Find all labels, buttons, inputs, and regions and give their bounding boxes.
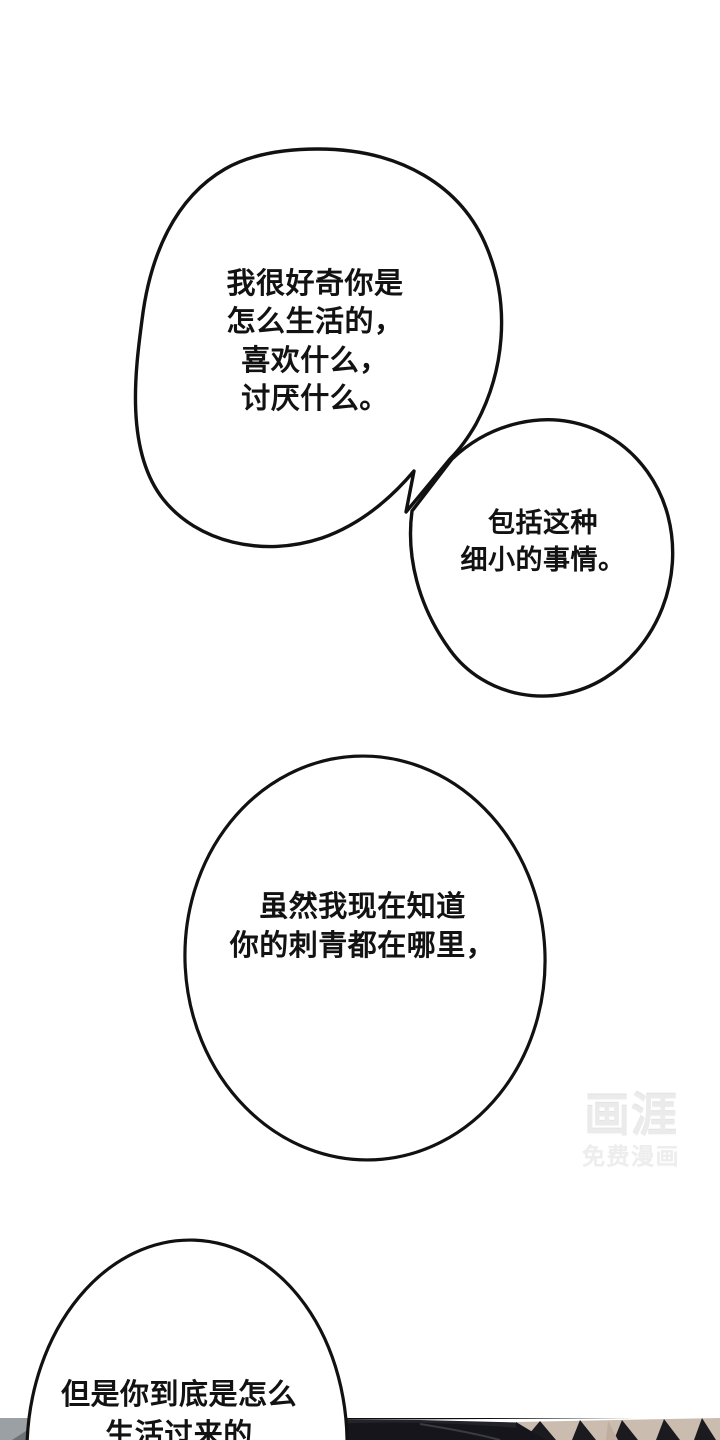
bubble-2-text: 包括这种 细小的事情。 <box>460 508 626 575</box>
bubble-3-text: 虽然我现在知道 你的刺青都在哪里， <box>229 891 496 963</box>
wood-planks <box>516 1418 720 1440</box>
bubble-1-text: 我很好奇你是 怎么生活的， 喜欢什么， 讨厌什么。 <box>226 268 404 415</box>
hair-strand-line <box>419 1423 501 1440</box>
bubble-4-text: 但是你到底是怎么 生活过来的 <box>60 1379 297 1440</box>
